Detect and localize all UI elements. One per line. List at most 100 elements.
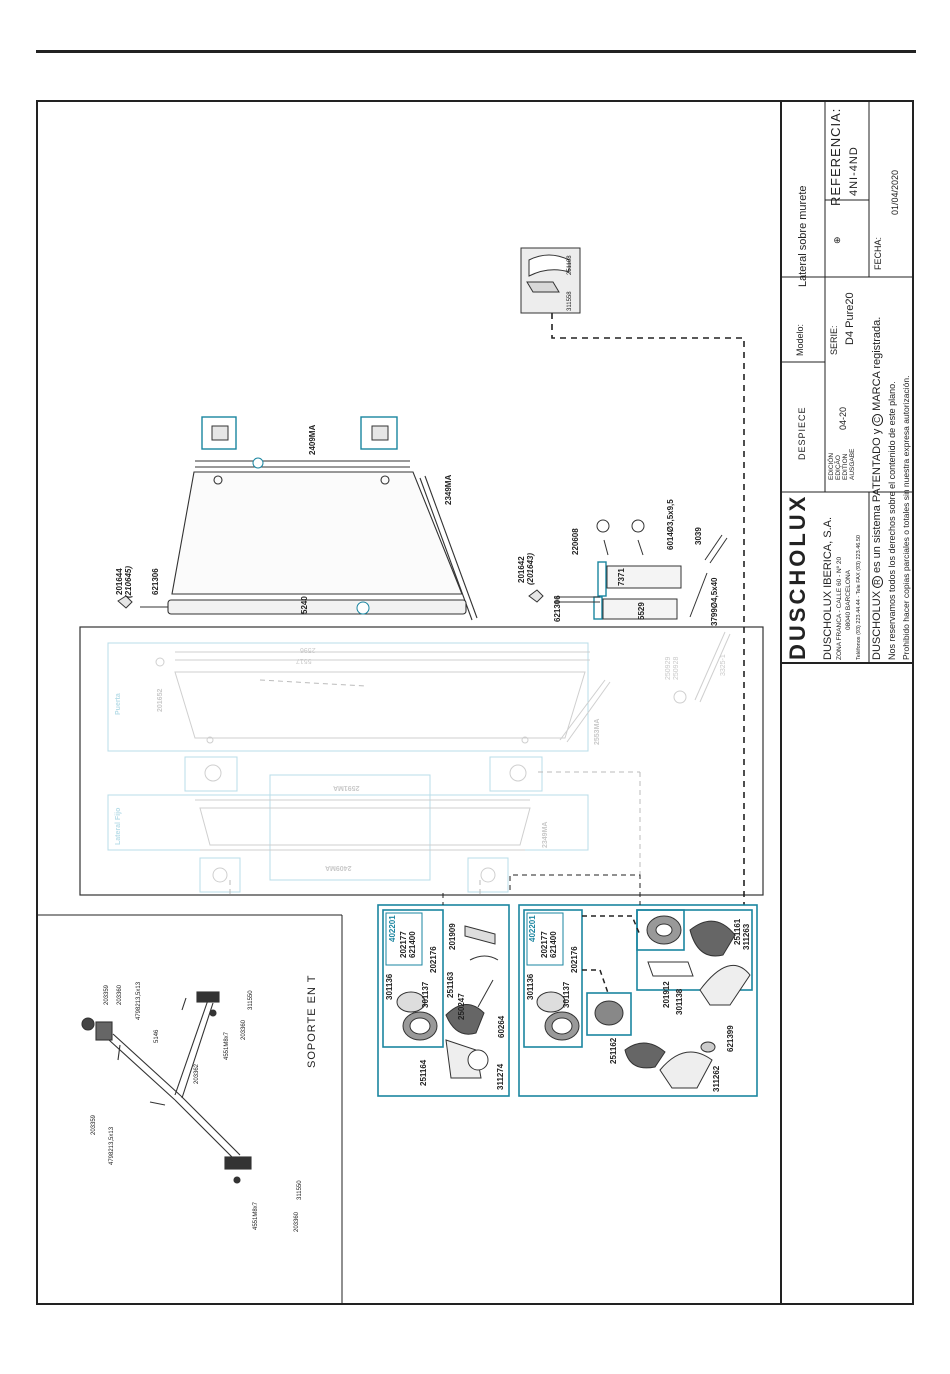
- label-clip-left-2: (210645): [124, 565, 133, 598]
- phone-line: Teléfonos (93) 223.44.44 - Tele FAX (93)…: [856, 535, 862, 660]
- patent-brand: DUSCHOLUX: [871, 590, 883, 660]
- left-part-2: 301137: [421, 981, 430, 1008]
- top-rule: [36, 50, 916, 53]
- soporte-part-3: 4798213,5x13: [136, 981, 142, 1020]
- soporte-part-8: 311550: [248, 990, 254, 1010]
- left-inner-code-1: 402201: [388, 915, 397, 942]
- address-line-2: 08040 BARCELONA: [845, 570, 852, 630]
- modelo-value: Lateral sobre murete: [797, 185, 809, 288]
- small-mark: ⊕: [832, 236, 842, 244]
- referencia-value: 4NI-4ND: [848, 146, 860, 196]
- ghost-fijo-top: 2591MA: [333, 784, 360, 791]
- soporte-part-9: 203359: [91, 1114, 97, 1135]
- soporte-part-2: 203360: [117, 984, 123, 1005]
- soporte-title: SOPORTE EN T: [306, 974, 318, 1068]
- soporte-part-13: 203360: [294, 1211, 300, 1232]
- label-clip-left-1: 201644: [115, 568, 124, 595]
- left-part-4: 250247: [457, 993, 466, 1020]
- soporte-part-10: 4798213,5x13: [109, 1126, 115, 1165]
- label-bottom-profile: 5240: [300, 596, 309, 614]
- serie-value: D4 Pure20: [844, 292, 856, 345]
- referencia-label: REFERENCIA:: [828, 107, 843, 206]
- registered-mark: R: [872, 576, 883, 588]
- label-clip-right-1: 201642: [517, 556, 526, 583]
- label-detail-b: 311558: [567, 291, 573, 311]
- right-part-6: 301138: [675, 988, 684, 1015]
- right-inner-code-2: 202177: [540, 931, 549, 958]
- edicion-label-1: EDICIÓN: [828, 452, 835, 480]
- prohibited-line: Prohibido hacer copias parciales o total…: [901, 375, 911, 660]
- ghost-right-b: 250928: [673, 656, 680, 680]
- ghost-label-puerta: Puerta: [115, 693, 122, 715]
- left-part-3: 251163: [446, 971, 455, 998]
- left-part-8: 311274: [496, 1063, 505, 1090]
- company-name: DUSCHOLUX IBERICA, S.A.: [822, 516, 834, 660]
- right-inner-code-1: 402201: [528, 915, 537, 942]
- ghost-assembly-frame: [79, 626, 764, 896]
- ghost-right-c: 3325-1: [720, 654, 727, 676]
- soporte-part-5: 203362: [194, 1063, 200, 1084]
- soporte-part-7: 203360: [241, 1019, 247, 1040]
- edicion-label-4: AUSGABE: [849, 448, 856, 480]
- soporte-part-1: 203359: [104, 984, 110, 1005]
- soporte-part-6: 4551M8x7: [224, 1031, 230, 1060]
- despiece-label: DESPIECE: [797, 406, 807, 460]
- edicion-label-3: EDITION: [842, 453, 849, 480]
- patent-suffix: MARCA registrada.: [871, 316, 883, 411]
- left-part-5: 201909: [448, 923, 457, 950]
- edicion-label-2: EDIÇÃO: [835, 455, 842, 480]
- left-part-7: 251164: [419, 1059, 428, 1086]
- modelo-label: Modelo:: [795, 323, 805, 356]
- ghost-fijo-bottom: 2409MA: [325, 864, 352, 871]
- right-part-8: 621399: [726, 1025, 735, 1052]
- ghost-clip: 201652: [157, 688, 164, 712]
- label-profile-top: 2409MA: [308, 424, 317, 455]
- label-detail-a: 251108: [567, 255, 573, 275]
- ghost-right-a: 250929: [665, 656, 672, 680]
- ghost-door-profile-a: 2596: [300, 646, 316, 653]
- label-screw-a: 6014Ø3,5x9,5: [666, 499, 675, 550]
- ghost-door-profile-b: 5517: [296, 657, 312, 664]
- right-part-9: 311262: [712, 1065, 721, 1092]
- brand-logo-text: DUSCHOLUX: [785, 493, 810, 660]
- left-inner-code-3: 621400: [408, 931, 417, 958]
- left-part-6: 60264: [497, 1015, 506, 1038]
- serie-label: SERIE:: [829, 325, 839, 355]
- label-clip: 621306: [151, 568, 160, 595]
- soporte-part-11: 4551M8x7: [253, 1201, 259, 1230]
- right-part-4: 311263: [742, 923, 751, 950]
- right-part-7: 251162: [609, 1037, 618, 1064]
- copyright-mark: C: [872, 413, 883, 426]
- drawing-frame: [36, 100, 914, 1305]
- edicion-value: 04-20: [838, 406, 848, 430]
- ghost-label-lateral: Lateral Fijo: [115, 807, 122, 845]
- fecha-value: 01/04/2020: [890, 169, 900, 215]
- label-screw-c: 3799Ø4,5x40: [710, 577, 719, 627]
- left-inner-code-2: 202177: [399, 931, 408, 958]
- label-clip-right-3: 621306: [553, 595, 562, 622]
- right-part-1: 301136: [526, 973, 535, 1000]
- patent-middle: es un sistema PATENTADO y: [871, 428, 883, 574]
- rights-line: Nos reservamos todos los derechos sobre …: [887, 381, 897, 660]
- label-hinge-b: 7371: [617, 568, 626, 586]
- ghost-fijo-side: 2349MA: [542, 821, 549, 848]
- ghost-door-glass: 2553MA: [594, 718, 601, 745]
- left-inner-code-4: 202176: [429, 946, 438, 973]
- patent-line: DUSCHOLUX R es un sistema PATENTADO y C …: [871, 317, 883, 660]
- right-part-5: 201912: [662, 981, 671, 1008]
- label-profile-side: 2349MA: [444, 474, 453, 505]
- soporte-part-12: 311550: [297, 1180, 303, 1200]
- right-inner-code-4: 202176: [570, 946, 579, 973]
- right-part-2: 301137: [562, 981, 571, 1008]
- right-part-3: 251161: [733, 918, 742, 945]
- label-hinge-c: 5529: [637, 602, 646, 620]
- right-inner-code-3: 621400: [549, 931, 558, 958]
- label-screw-b: 3039: [694, 527, 703, 545]
- left-part-1: 301136: [385, 973, 394, 1000]
- label-hinge-a: 220608: [571, 528, 580, 555]
- soporte-part-4: 5146: [154, 1029, 160, 1043]
- label-clip-right-2: (201643): [526, 552, 535, 585]
- address-line-1: ZONA FRANCA - CALLE 60 - Nº 20: [836, 556, 843, 660]
- fecha-label: FECHA:: [873, 236, 883, 270]
